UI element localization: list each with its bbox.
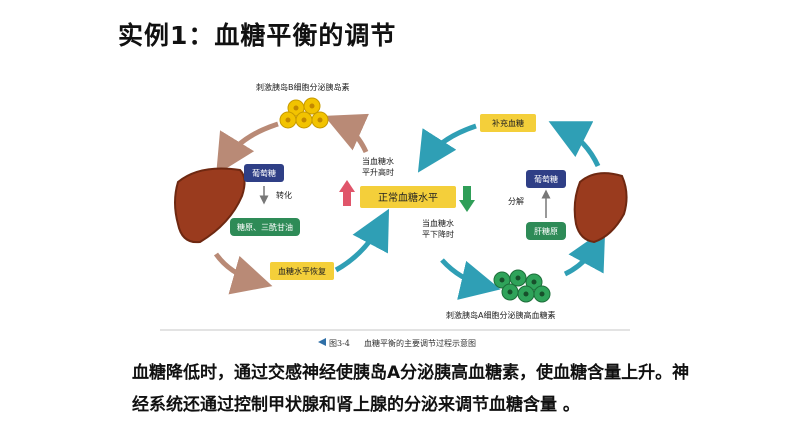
slide-title: 实例1：血糖平衡的调节: [118, 21, 397, 50]
arrow-normal-to-beta: [324, 113, 369, 154]
alpha-cell-cluster-icon: [493, 269, 551, 303]
arrow-supplement-to-normal: [417, 123, 477, 173]
left-glucose-text: 葡萄糖: [252, 168, 276, 178]
beta-cell-cluster-icon: [279, 97, 329, 129]
arrow-beta-to-liver: [216, 121, 279, 175]
up-arrow-icon: [339, 180, 355, 206]
body-paragraph: 血糖降低时，通过交感神经使胰岛A分泌胰高血糖素，使血糖含量上升。神经系统还通过控…: [132, 363, 690, 415]
liver-icon-right: [573, 172, 628, 244]
arrow-recover-to-normal: [334, 208, 390, 273]
arrow-alpha-to-liver: [563, 228, 606, 277]
liver-icon: [174, 167, 246, 244]
left-product-text: 糖原、三酰甘油: [237, 222, 293, 232]
left-product-box: [230, 218, 300, 236]
caption-marker-icon: [318, 338, 326, 346]
right-decompose-text: 分解: [508, 196, 524, 206]
right-glucose-text: 葡萄糖: [534, 174, 558, 184]
arrow-liver-to-recover: [213, 252, 273, 295]
caption-figure-number: 图3-4: [329, 339, 350, 348]
blood-sugar-regulation-diagram: 刺激胰岛B细胞分泌胰岛素 葡萄糖 转化 糖原、三酰甘油 血糖水平恢复 当血糖水 …: [160, 74, 630, 354]
diagram-canvas: 刺激胰岛B细胞分泌胰岛素 葡萄糖 转化 糖原、三酰甘油 血糖水平恢复 当血糖水 …: [160, 82, 630, 348]
center-high-text-1: 当血糖水: [362, 156, 394, 166]
supplement-box: [480, 114, 536, 132]
label-stimulate-beta: 刺激胰岛B细胞分泌胰岛素: [256, 82, 350, 92]
normal-level-text: 正常血糖水平: [378, 191, 438, 204]
right-glycogen-box: [526, 222, 566, 240]
right-glycogen-text: 肝糖原: [534, 226, 558, 236]
left-convert-text: 转化: [276, 190, 292, 200]
down-arrow-icon: [459, 186, 475, 212]
left-glucose-box: [244, 164, 284, 182]
left-recover-text: 血糖水平恢复: [278, 266, 326, 276]
supplement-text: 补充血糖: [492, 118, 524, 128]
center-high-text-2: 平升高时: [362, 167, 394, 177]
center-low-text-2: 平下降时: [422, 229, 454, 239]
right-glucose-box: [526, 170, 566, 188]
left-recover-box: [270, 262, 334, 280]
center-low-text-1: 当血糖水: [422, 218, 454, 228]
arrow-normal-to-alpha: [440, 258, 501, 300]
label-stimulate-alpha: 刺激胰岛A细胞分泌胰高血糖素: [446, 310, 555, 320]
caption-text: 血糖平衡的主要调节过程示意图: [364, 338, 476, 348]
normal-level-box: [360, 186, 456, 208]
arrow-liver-to-supplement: [548, 121, 601, 168]
